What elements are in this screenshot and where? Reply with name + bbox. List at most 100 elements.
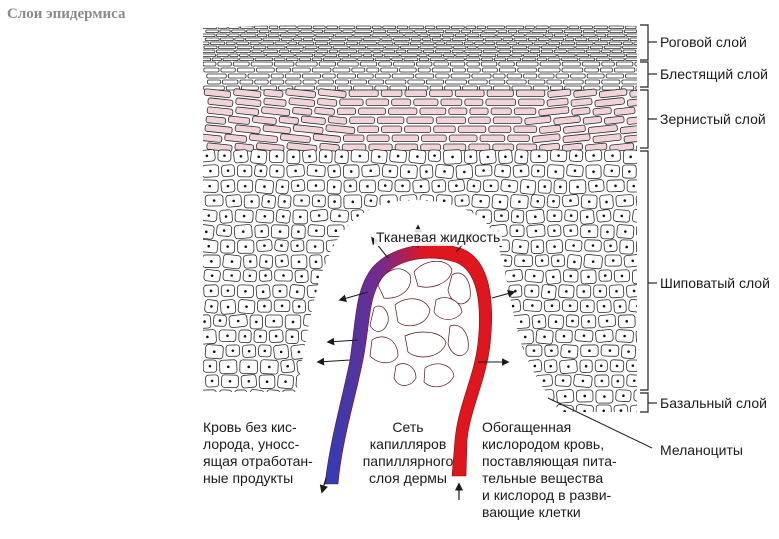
cell-nucleus (550, 349, 553, 352)
cell-nucleus (295, 290, 299, 294)
cell-nucleus (275, 169, 279, 173)
cell-icon (377, 116, 405, 124)
cell-nucleus (368, 244, 372, 248)
cell-icon (222, 57, 239, 61)
cell-nucleus (543, 335, 546, 339)
cell-nucleus (522, 259, 525, 263)
cell-icon (313, 29, 323, 33)
cell-icon (278, 49, 290, 53)
cell-nucleus (550, 304, 554, 308)
cell-nucleus (264, 274, 267, 277)
cell-nucleus (244, 289, 247, 293)
cell-icon (446, 57, 465, 61)
cell-nucleus (562, 334, 566, 338)
cell-icon (353, 33, 371, 37)
cell-icon (574, 37, 588, 41)
cell-icon (435, 116, 467, 124)
cell-icon (257, 33, 268, 37)
cell-nucleus (587, 275, 590, 279)
cell-icon (315, 33, 334, 37)
cell-icon (587, 37, 600, 41)
cell-icon (357, 125, 379, 133)
cell-icon (369, 404, 387, 412)
cell-nucleus (260, 229, 264, 233)
cell-icon (261, 106, 291, 117)
cell-icon (442, 37, 452, 41)
cell-icon (538, 53, 557, 57)
cell-nucleus (595, 184, 598, 188)
cell-icon (380, 67, 399, 73)
cell-icon (518, 41, 533, 45)
cell-icon (479, 85, 492, 91)
cell-nucleus (368, 259, 372, 263)
cell-nucleus (333, 200, 336, 203)
cell-icon (481, 389, 497, 404)
cell-icon (513, 33, 525, 37)
cell-icon (203, 57, 212, 61)
cell-icon (521, 57, 537, 61)
cell-nucleus (518, 200, 521, 204)
cell-icon (594, 41, 609, 45)
cell-nucleus (282, 274, 285, 277)
cell-icon (576, 53, 589, 57)
cell-icon (285, 79, 302, 85)
cell-nucleus (568, 350, 571, 353)
cell-nucleus (413, 394, 416, 398)
cell-icon (482, 49, 498, 53)
cell-icon (354, 29, 372, 33)
cell-nucleus (248, 409, 252, 412)
cell-icon (205, 29, 219, 33)
cell-icon (636, 49, 637, 53)
cell-icon (546, 97, 569, 107)
cell-nucleus (622, 394, 625, 398)
cell-nucleus (286, 364, 289, 368)
cell-nucleus (599, 364, 603, 368)
cell-icon (297, 33, 315, 37)
cell-nucleus (228, 410, 231, 412)
cell-icon (524, 25, 535, 29)
cell-nucleus (245, 305, 248, 308)
cell-icon (524, 115, 552, 126)
cell-nucleus (618, 305, 622, 308)
cell-nucleus (255, 394, 259, 398)
cell-nucleus (512, 274, 516, 277)
cell-icon (336, 73, 356, 79)
cell-icon (608, 25, 625, 29)
cell-icon (480, 61, 498, 67)
cell-icon (594, 97, 625, 108)
cell-icon (363, 37, 381, 41)
cell-icon (254, 25, 269, 29)
cell-icon (561, 67, 584, 73)
cell-icon (227, 73, 247, 79)
cell-icon (638, 30, 654, 33)
cell-nucleus (315, 229, 318, 232)
cell-icon (220, 67, 236, 73)
cell-icon (440, 209, 458, 224)
cell-icon (419, 107, 447, 115)
cell-nucleus (473, 335, 476, 339)
epidermis-cells (203, 25, 654, 412)
cell-nucleus (514, 365, 518, 369)
cell-icon (356, 389, 371, 402)
cell-nucleus (571, 319, 574, 323)
cell-icon (544, 33, 554, 37)
cell-icon (619, 124, 637, 135)
cell-nucleus (455, 184, 458, 188)
cell-nucleus (419, 259, 423, 262)
cell-icon (570, 73, 586, 79)
cell-nucleus (553, 214, 556, 218)
cell-nucleus (606, 230, 609, 234)
cell-icon (318, 88, 347, 99)
cell-icon (511, 53, 523, 57)
cell-icon (634, 61, 637, 67)
cell-icon (404, 89, 427, 97)
cell-nucleus (300, 274, 303, 278)
cell-nucleus (475, 305, 478, 309)
cell-icon (484, 41, 496, 45)
cell-icon (449, 61, 466, 67)
cell-icon (633, 389, 637, 402)
cell-nucleus (210, 274, 214, 277)
cell-icon (334, 79, 349, 85)
bracket-stratum-basale (640, 392, 649, 413)
cell-icon (452, 359, 468, 374)
